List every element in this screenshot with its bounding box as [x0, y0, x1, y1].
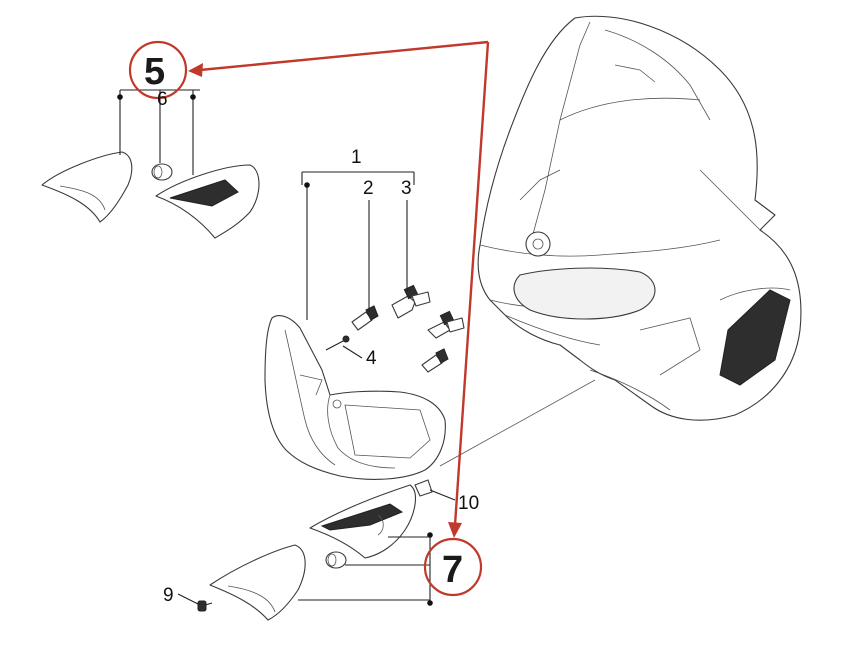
bulb-3-second — [427, 310, 465, 339]
leader-10 — [429, 489, 456, 501]
bulb-6 — [151, 163, 173, 181]
front-shield-body — [477, 15, 802, 421]
bracket-5 — [117, 89, 200, 175]
leader-4 — [342, 345, 363, 359]
bulb-7 — [325, 551, 347, 569]
highlight-circle-7 — [423, 537, 483, 597]
bulb-3 — [391, 284, 431, 319]
turn-signal-housing-bottom — [309, 484, 416, 559]
label-3: 3 — [401, 178, 412, 199]
bracket-1 — [301, 171, 415, 320]
label-10: 10 — [458, 493, 479, 514]
label-5: 5 — [144, 51, 165, 93]
screw-4 — [325, 335, 350, 351]
clip-10 — [414, 479, 433, 497]
bulb-2-second — [421, 348, 449, 373]
label-4: 4 — [366, 348, 377, 369]
turn-signal-lens-bottom — [209, 544, 306, 621]
label-1: 1 — [351, 147, 362, 168]
label-6: 6 — [157, 89, 168, 110]
label-2: 2 — [363, 178, 374, 199]
highlight-arrows — [188, 40, 490, 538]
label-9: 9 — [163, 585, 174, 606]
leader-9 — [177, 593, 201, 606]
label-7: 7 — [442, 549, 463, 591]
assembly-guide-line — [439, 379, 596, 467]
bulb-2 — [351, 305, 379, 331]
turn-signal-housing-top — [155, 164, 260, 239]
screw-9 — [197, 600, 213, 612]
bracket-7 — [298, 532, 433, 606]
highlight-circle-5 — [128, 40, 188, 100]
turn-signal-lens-top — [41, 151, 133, 223]
headlight-assembly — [264, 315, 446, 480]
